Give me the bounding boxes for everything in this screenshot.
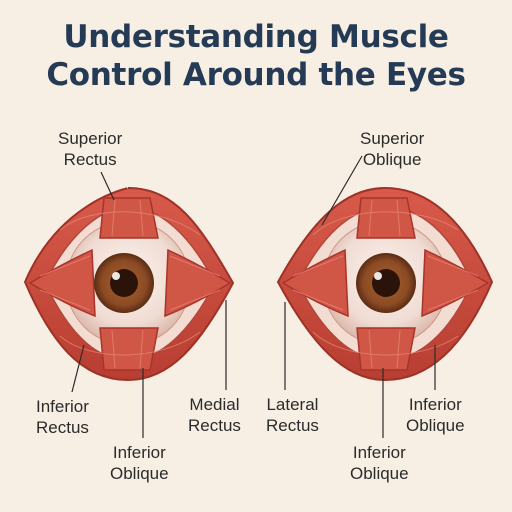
leader-right-superior-oblique	[321, 155, 363, 226]
label-right-inferior-oblique-bottom: Inferior Oblique	[350, 443, 409, 483]
left-medial-muscle	[164, 248, 232, 318]
left-eye	[23, 187, 235, 382]
title-line-2: Control Around the Eyes	[46, 57, 466, 93]
label-left-inferior-oblique: Inferior Oblique	[110, 443, 169, 483]
title-line-1: Understanding Muscle	[63, 19, 449, 55]
label-right-superior-oblique: Superior Oblique	[360, 129, 425, 169]
right-lateral-muscle	[281, 248, 349, 318]
label-left-superior-rectus: Superior Rectus	[58, 129, 123, 169]
left-inferior-muscle	[99, 327, 159, 371]
left-lateral-muscle	[28, 248, 96, 318]
left-superior-muscle	[99, 197, 159, 239]
leader-left-inferior-rectus	[71, 344, 85, 393]
right-inferior-muscle	[356, 327, 416, 371]
label-left-inferior-rectus: Inferior Rectus	[36, 397, 89, 437]
leader-lines	[71, 155, 436, 438]
label-left-medial-rectus: Medial Rectus	[188, 395, 241, 435]
right-superior-muscle	[356, 197, 416, 239]
page-title: Understanding Muscle Control Around the …	[0, 18, 512, 94]
right-eye	[276, 186, 494, 382]
label-right-lateral-rectus: Lateral Rectus	[266, 395, 319, 435]
leader-left-superior-rectus	[100, 171, 115, 201]
right-medial-muscle	[421, 248, 490, 318]
label-right-inferior-oblique-side: Inferior Oblique	[406, 395, 465, 435]
